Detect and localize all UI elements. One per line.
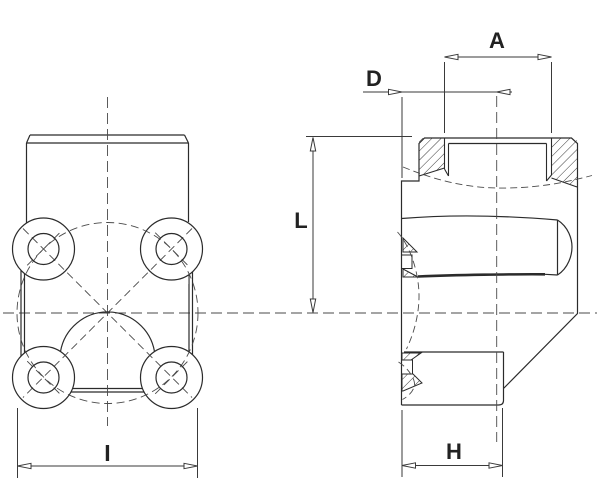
lower-screw-hatch-bottom xyxy=(401,373,423,392)
dimension-D xyxy=(363,88,512,178)
dimension-L-label: L xyxy=(294,208,307,233)
side-view-section xyxy=(397,96,593,442)
thread-walls xyxy=(418,138,578,188)
boss-bottom-edge-end xyxy=(544,273,558,276)
upper-screw-hatch-bottom xyxy=(402,268,419,278)
hatch-left-thread-wall xyxy=(419,138,445,176)
dimension-I-arrow-left xyxy=(17,462,32,470)
dimension-D-arrow-right xyxy=(496,88,511,96)
screw-details xyxy=(401,236,423,392)
body-outline xyxy=(400,137,579,406)
hidden-curve-top xyxy=(402,166,593,189)
centerline-geometry xyxy=(16,97,199,426)
lower-screw-head xyxy=(401,359,413,375)
dimension-D-arrow-left xyxy=(388,88,403,96)
dimension-H xyxy=(401,408,503,477)
section-hatching xyxy=(419,138,577,187)
lower-screw-hatch-top xyxy=(401,352,423,361)
bolt-holes xyxy=(27,232,188,394)
boss-bottom-edge-thick xyxy=(417,272,546,278)
hidden-contours xyxy=(397,96,593,442)
bolt-hole-bottom-right xyxy=(155,361,188,394)
hatch-bottom-edges xyxy=(418,167,578,188)
dimension-L-arrow-top xyxy=(309,137,317,152)
dimension-A-arrow-right xyxy=(537,53,552,61)
thread-wall-right xyxy=(545,138,553,182)
bolt-hole-bottom-left xyxy=(27,361,60,394)
dimension-A-extension-lines xyxy=(444,62,552,133)
hidden-arc-left-lower xyxy=(398,361,415,400)
boss-cap-arc xyxy=(557,219,573,276)
bolt-hole-top-right xyxy=(155,232,188,266)
dimension-I xyxy=(17,408,198,478)
thread-wall-left xyxy=(443,138,450,177)
dimension-H-arrow-right xyxy=(488,462,503,469)
dimension-A-label: A xyxy=(489,28,505,53)
dimension-L-arrow-bottom xyxy=(309,298,317,313)
dimension-I-label: I xyxy=(104,440,110,466)
dimension-H-label: H xyxy=(446,439,462,464)
dimension-L xyxy=(306,136,412,313)
hatch-right-thread-wall xyxy=(551,138,577,187)
front-view-flange-face xyxy=(11,97,204,426)
dimension-A xyxy=(444,53,552,133)
dimension-H-arrow-left xyxy=(401,462,416,469)
port-bore-arc xyxy=(59,311,156,352)
dimension-A-arrow-left xyxy=(444,53,459,61)
dimension-I-arrow-right xyxy=(183,462,198,470)
boss-top-edge xyxy=(401,215,558,221)
hidden-arc-left-upper xyxy=(397,231,420,350)
side-port-boss xyxy=(401,215,573,278)
upper-screw-hatch-top xyxy=(402,236,419,253)
dimension-D-label: D xyxy=(366,66,382,91)
bolt-hole-top-left xyxy=(27,232,60,266)
upper-screw-head xyxy=(401,254,413,269)
